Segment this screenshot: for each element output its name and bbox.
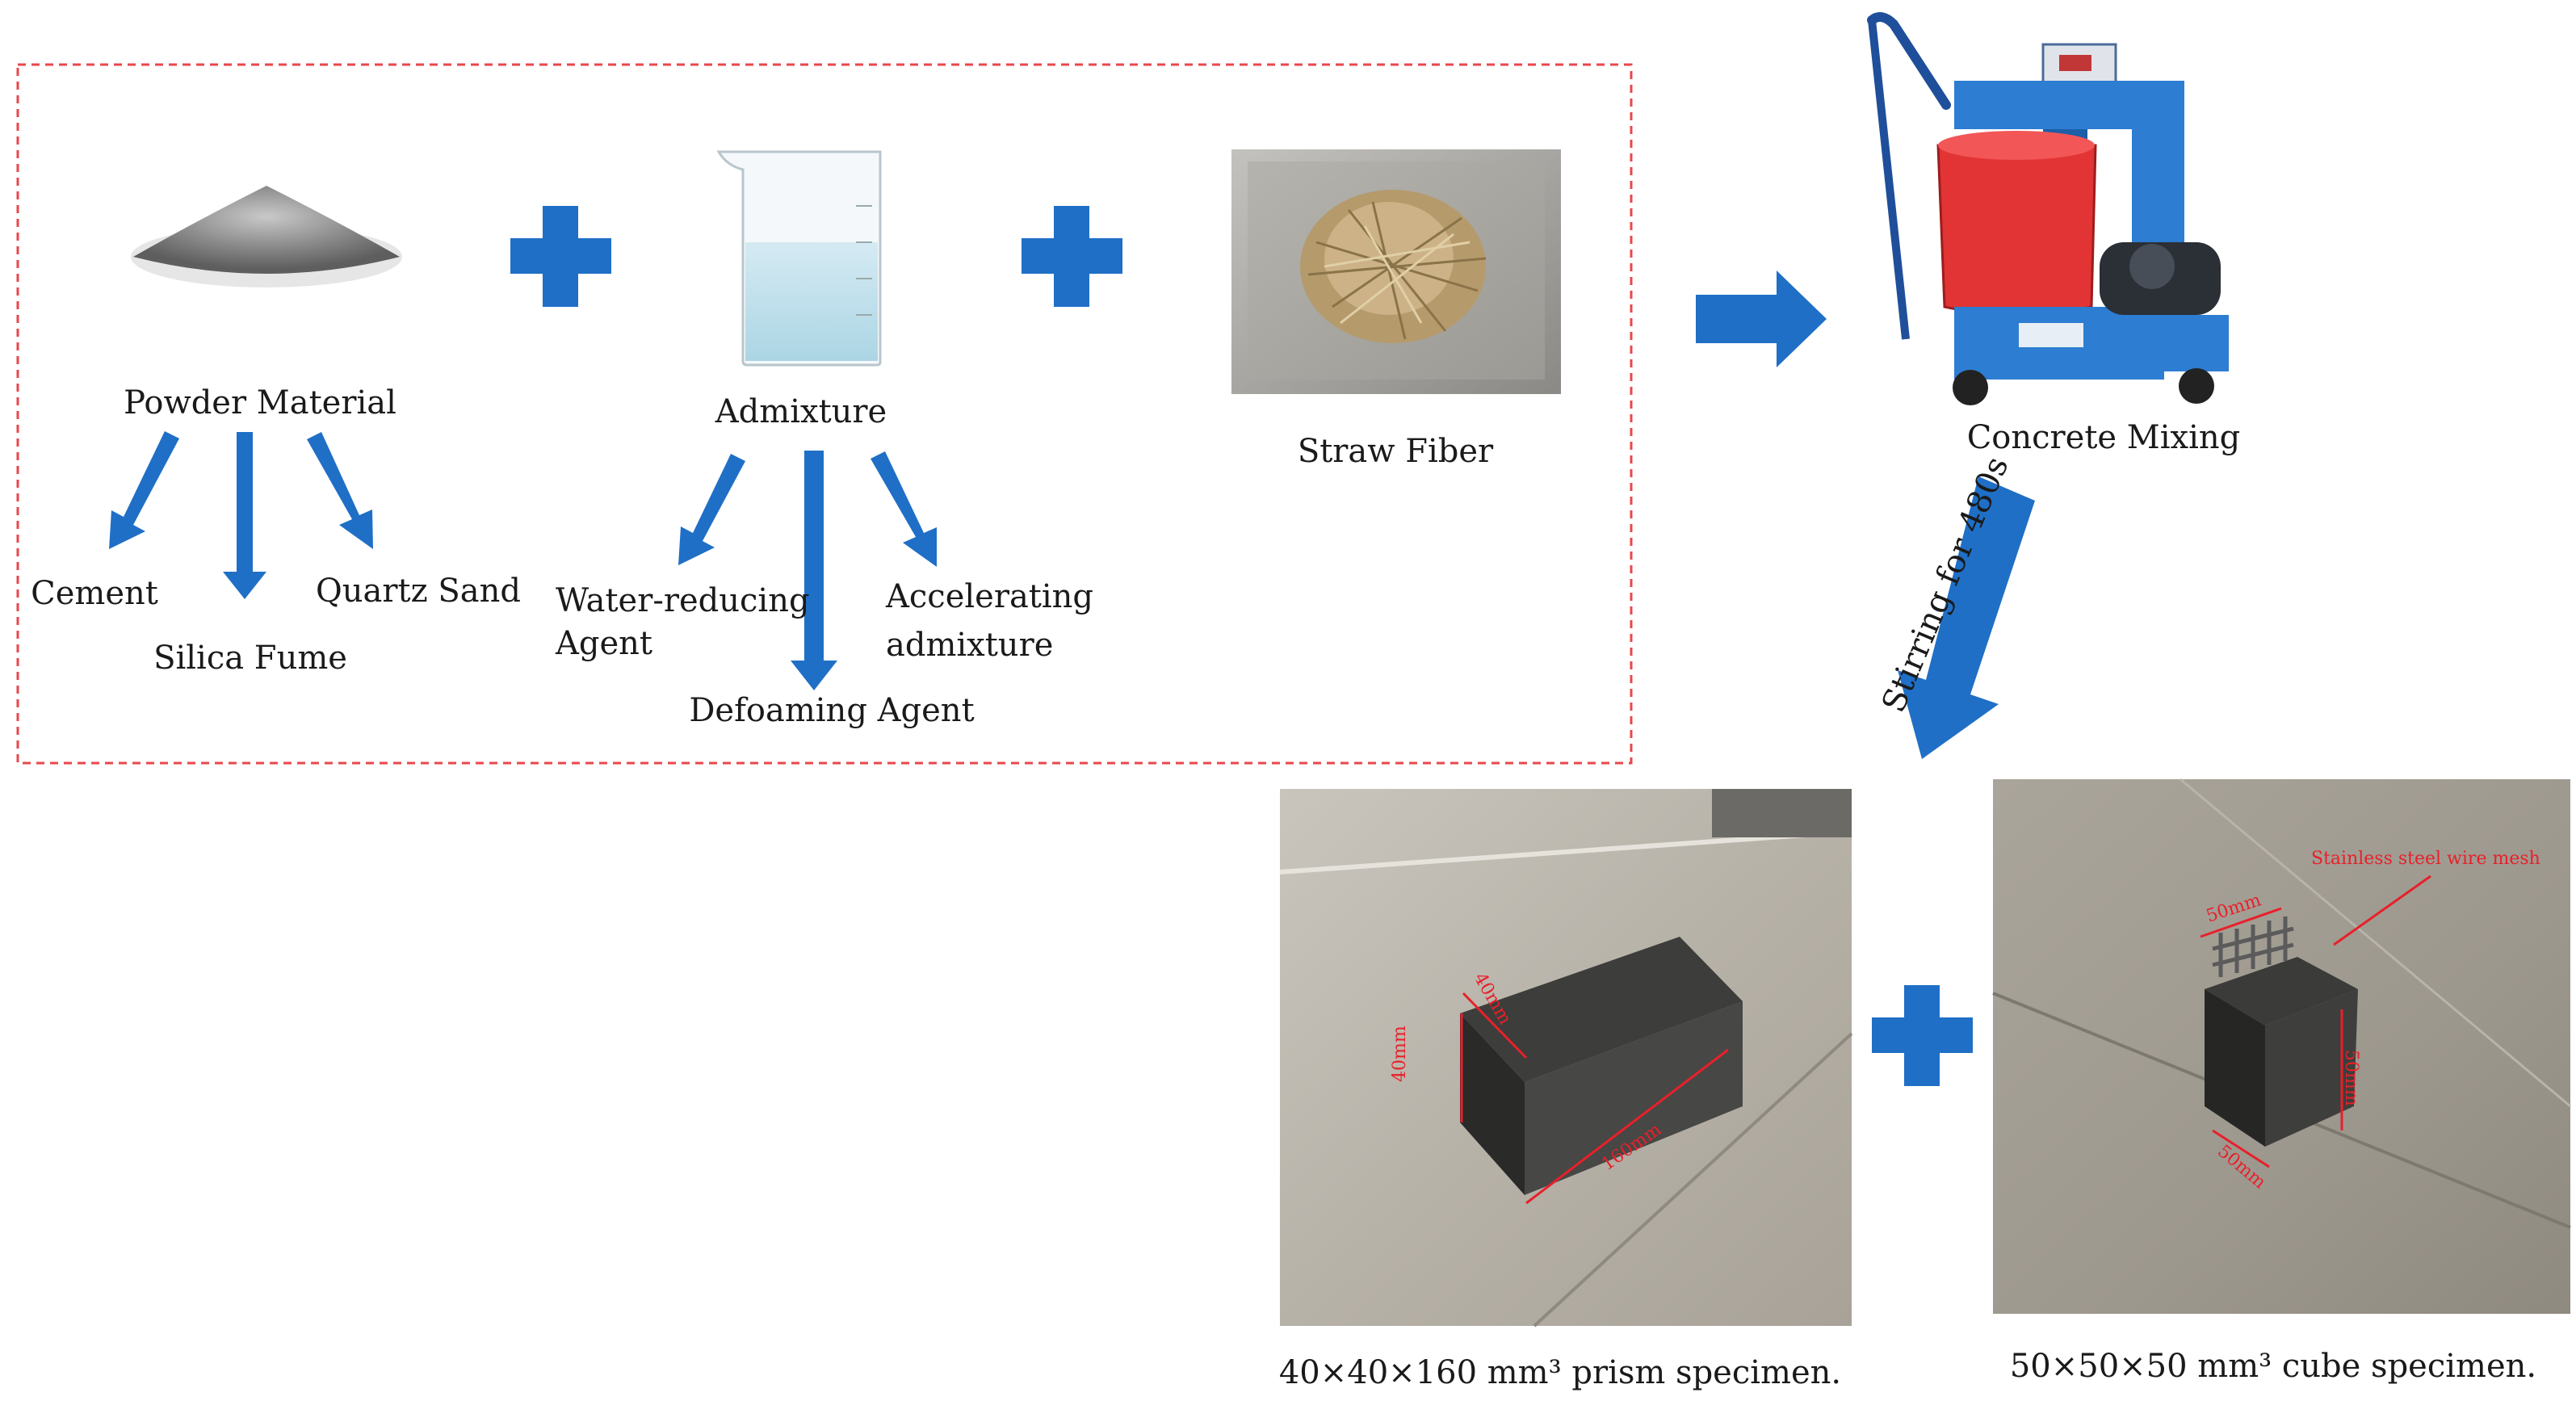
- plus-icon: [510, 206, 611, 307]
- materials-group-box: [16, 63, 1633, 765]
- powder-pile-icon: [131, 186, 402, 287]
- quartz-sand-label: Quartz Sand: [316, 573, 521, 610]
- accelerating-label-line2: admixture: [886, 627, 1053, 664]
- silica-fume-label: Silica Fume: [153, 640, 347, 677]
- cube-dim-side: 50mm: [2341, 1050, 2361, 1106]
- straw-fiber-label: Straw Fiber: [1298, 433, 1494, 470]
- arrow-icon: [1696, 271, 1827, 367]
- mixer-machine-icon: [1867, 12, 2229, 405]
- powder-material-label: Powder Material: [124, 384, 396, 422]
- prism-dim-height: 40mm: [1390, 1026, 1410, 1082]
- straw-fiber-photo: [1231, 149, 1561, 394]
- plus-icon: [1022, 206, 1122, 307]
- cube-mesh-label: Stainless steel wire mesh: [2311, 849, 2540, 869]
- prism-specimen-photo: 40mm 40mm 160mm: [1279, 789, 1853, 1328]
- powder-branch-arrows: [109, 431, 373, 599]
- defoaming-agent-label: Defoaming Agent: [689, 692, 974, 729]
- concrete-mixing-label: Concrete Mixing: [1967, 419, 2241, 456]
- accelerating-label-line1: Accelerating: [885, 578, 1093, 615]
- beaker-icon: [716, 150, 882, 367]
- cube-specimen-photo: Stainless steel wire mesh 50mm 50mm 50mm: [1992, 778, 2571, 1314]
- prism-caption: 40×40×160 mm³ prism specimen.: [1279, 1354, 1841, 1391]
- water-reducing-label-line2: Agent: [555, 625, 652, 662]
- admixture-label: Admixture: [715, 393, 887, 430]
- admixture-branch-arrows: [678, 451, 937, 690]
- cement-label: Cement: [31, 575, 158, 612]
- cube-caption: 50×50×50 mm³ cube specimen.: [2010, 1348, 2536, 1385]
- plus-icon: [1872, 985, 1973, 1086]
- water-reducing-label-line1: Water-reducing: [556, 582, 810, 619]
- arrow-icon: [1898, 476, 2035, 759]
